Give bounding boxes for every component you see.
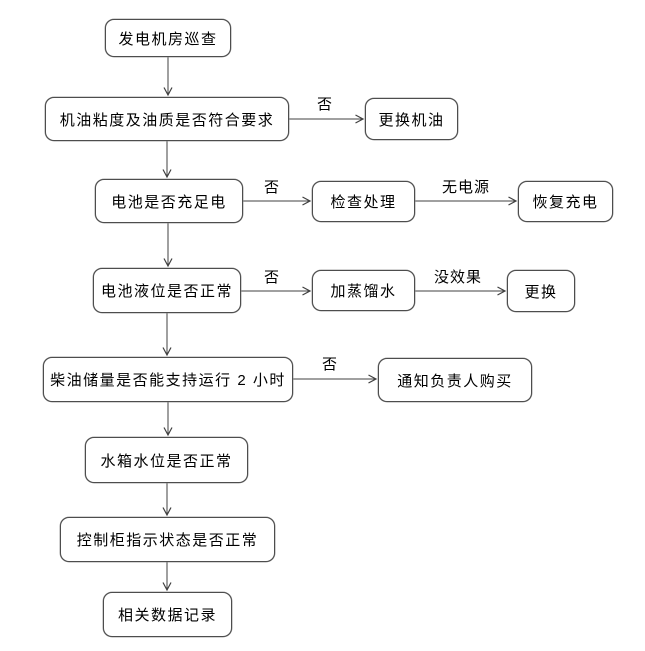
node-notify-purchase: 通知负责人购买	[378, 358, 532, 402]
node-check-handle: 检查处理	[312, 181, 415, 222]
node-battery-level-check: 电池液位是否正常	[93, 268, 241, 313]
node-change-oil: 更换机油	[365, 98, 458, 140]
node-replace: 更换	[507, 270, 575, 312]
node-add-distilled-water: 加蒸馏水	[312, 270, 415, 311]
edge-label-no-effect: 没效果	[431, 266, 485, 287]
edge-label-no-power: 无电源	[439, 176, 493, 197]
edge-label-level-no: 否	[261, 266, 283, 287]
edge-label-diesel-no: 否	[319, 353, 341, 374]
node-diesel-check: 柴油储量是否能支持运行 2 小时	[43, 357, 293, 402]
edge-label-oil-no: 否	[314, 93, 336, 114]
node-oil-check: 机油粘度及油质是否符合要求	[45, 97, 289, 141]
node-water-tank-check: 水箱水位是否正常	[85, 437, 248, 483]
node-start: 发电机房巡查	[105, 19, 231, 57]
edge-label-charge-no: 否	[261, 176, 283, 197]
node-control-cabinet-check: 控制柜指示状态是否正常	[60, 517, 275, 562]
node-restore-charge: 恢复充电	[518, 181, 613, 222]
node-data-record: 相关数据记录	[103, 592, 232, 637]
node-battery-charge-check: 电池是否充足电	[95, 179, 243, 223]
